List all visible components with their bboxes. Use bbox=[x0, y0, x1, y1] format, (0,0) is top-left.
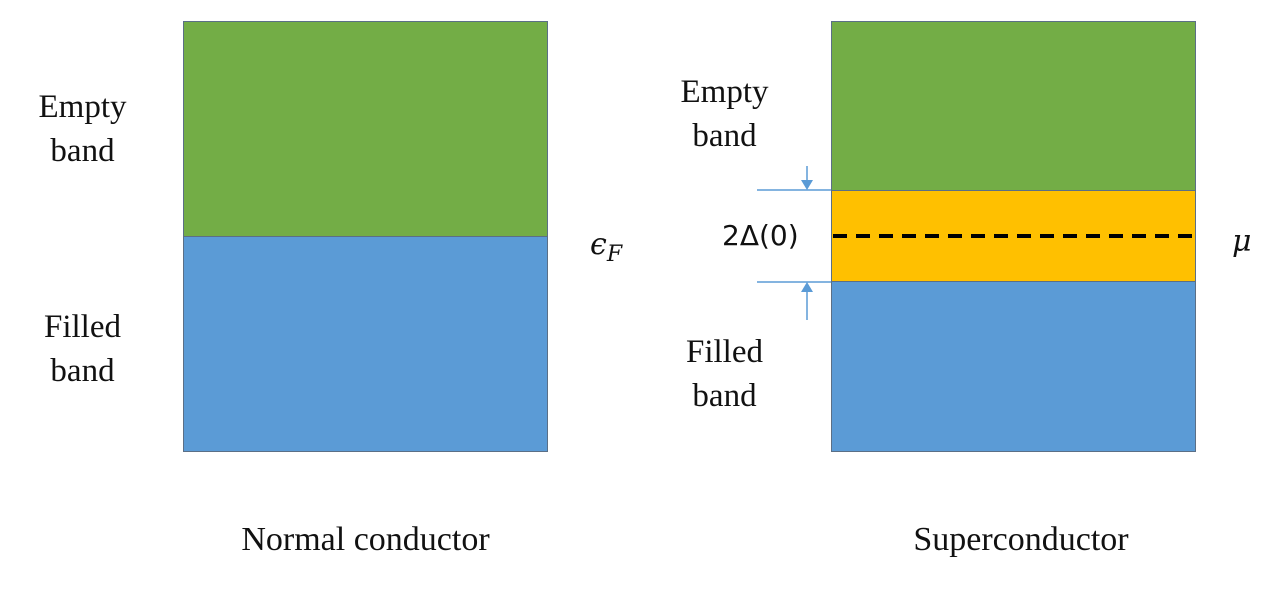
normal-filled-band-label: Filled band bbox=[20, 305, 145, 393]
superconductor-empty-label-line2: band bbox=[692, 118, 757, 154]
normal-empty-label-line2: band bbox=[50, 133, 115, 169]
normal-empty-band-label: Empty band bbox=[20, 85, 145, 173]
normal-filled-label-line1: Filled bbox=[43, 309, 121, 345]
superconductor-empty-band bbox=[831, 21, 1196, 191]
lower-gap-arrow-head bbox=[801, 282, 813, 292]
normal-empty-label-line1: Empty bbox=[38, 89, 127, 125]
superconductor-empty-band-label: Empty band bbox=[662, 70, 787, 158]
superconductor-filled-band bbox=[831, 281, 1196, 452]
normal-filled-band bbox=[183, 236, 548, 452]
fermi-symbol: ϵ bbox=[590, 227, 607, 262]
superconductor-filled-label-line2: band bbox=[692, 378, 757, 414]
upper-gap-arrow-head bbox=[801, 180, 813, 190]
fermi-subscript: F bbox=[606, 242, 623, 267]
superconductor-caption: Superconductor bbox=[913, 521, 1129, 558]
normal-conductor-caption: Normal conductor bbox=[241, 521, 490, 558]
chemical-potential-label: μ bbox=[1232, 224, 1252, 259]
superconductor-filled-label-line1: Filled bbox=[685, 334, 763, 370]
normal-empty-band bbox=[183, 21, 548, 237]
normal-filled-label-line2: band bbox=[50, 353, 115, 389]
superconductor-filled-band-label: Filled band bbox=[662, 330, 787, 418]
superconductor-empty-label-line1: Empty bbox=[680, 74, 769, 110]
energy-gap-label: 2Δ(0) bbox=[722, 219, 799, 252]
fermi-energy-label: ϵF bbox=[590, 228, 622, 272]
